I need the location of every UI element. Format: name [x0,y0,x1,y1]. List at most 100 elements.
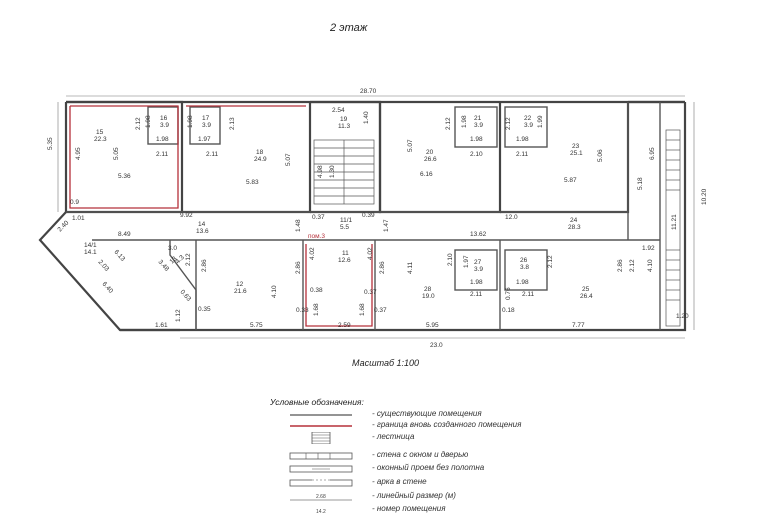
pom-label: пом.3 [308,233,325,240]
room-16-num: 16 [160,115,168,122]
dim-text: 2.12 [135,117,142,130]
room-12-num: 12 [236,281,244,288]
dim-text: 1.68 [359,303,366,316]
dim-text: 2.11 [522,291,535,298]
room-17-num: 17 [202,115,210,122]
dim-text: 4.11 [407,261,414,274]
dim-text: 2.86 [295,261,302,274]
dim-text: 0.33 [296,307,309,314]
room-24-area: 28.3 [568,224,581,231]
room-number-icon: 14.2 [316,509,326,515]
floor-title: 2 этаж [330,22,368,34]
legend-item-dimension: 2.68 - линейный размер (м) [286,491,546,503]
legend-item-stair: - лестница [286,432,546,444]
room-23-num: 23 [572,143,580,150]
dim-text: 2.12 [629,259,636,272]
legend-item-window-opening: - оконный проем без полотна [286,463,546,475]
dim-text: 4.10 [647,259,654,272]
dim-text: 1.40 [363,111,370,124]
room-26-num: 26 [520,257,528,264]
dim-text: 2.54 [332,107,345,114]
arch-in-wall-icon [289,479,353,487]
dim-text: 1.98 [516,279,529,286]
dim-text: 6.40 [101,281,115,295]
legend-item-existing: - существующие помещения [286,409,546,421]
dim-text: 5.83 [246,179,259,186]
dimension-lines [57,95,695,339]
dim-text: 5.07 [285,153,292,166]
room-22-area: 3.9 [524,122,533,129]
dim-text: 11.21 [671,214,678,230]
dim-text: 2.12 [547,255,554,268]
dim-text: 2.12 [505,117,512,130]
legend-item-new-border: - граница вновь созданного помещения [286,420,546,432]
room-18-area: 24.9 [254,156,267,163]
room-21-area: 3.9 [474,122,483,129]
dim-text: 0.9 [70,199,79,206]
dim-text: 2.11 [156,151,169,158]
dim-text: 2.12 [185,253,192,266]
dim-text: 5.05 [113,147,120,160]
dim-text: 1.48 [295,219,302,232]
dim-text: 1.98 [470,279,483,286]
room-26-area: 3.8 [520,264,529,271]
room-13-num: 13 [168,255,178,265]
window-opening-icon [289,465,353,473]
dim-text: 1.98 [187,115,194,128]
dim-text: 2.11 [206,151,219,158]
room-28-num: 28 [424,286,432,293]
room-17-area: 3.9 [202,122,211,129]
dim-text: 4.95 [75,147,82,160]
room-11-1-area: 5.5 [340,224,349,231]
dim-text: 2.12 [445,117,452,130]
dim-text: 1.98 [156,136,169,143]
dim-text: 2.13 [229,117,236,130]
room-22-num: 22 [524,115,532,122]
dim-text: 4.10 [271,285,278,298]
room-14-num: 14 [198,221,206,228]
dim-text: 1.99 [537,115,544,128]
dim-text: 0.35 [198,306,211,313]
dim-right-height: 10.20 [701,188,708,205]
dim-text: 1.92 [642,245,655,252]
room-21-num: 21 [474,115,482,122]
inner-walls [66,102,661,330]
dim-text: 7.77 [572,322,585,329]
room-19-area: 11.3 [338,123,351,130]
legend-item-arch: - арка в стене [286,477,546,489]
dim-text: 2.86 [201,259,208,272]
room-19-num: 19 [340,116,348,123]
dim-overall-bottom: 23.0 [430,342,443,349]
dim-text: 0.37 [312,214,325,221]
wall-window-door-icon [289,452,353,460]
linear-dimension-icon: 2.68 [290,494,352,501]
room-27-area: 3.9 [474,266,483,273]
new-room-border-icon [290,425,352,427]
dim-overall-top: 28.70 [360,88,377,95]
new-room-border [69,105,373,327]
room-28-area: 19.0 [422,293,435,300]
room-15-area: 22.3 [94,136,107,143]
dim-text: 2.59 [338,322,351,329]
legend-title: Условные обозначения: [270,397,364,407]
dim-text: 1.98 [145,115,152,128]
dim-text: 4.02 [309,247,316,260]
room-11-num: 11 [342,250,349,257]
dim-left-height: 5.35 [47,137,54,150]
room-11-1-num: 11/1 [340,217,353,224]
svg-text:14.2: 14.2 [316,509,326,515]
room-13-area: 4.3 [174,254,186,266]
legend-item-wall-window-door: - стена с окном и дверью [286,450,546,462]
room-15-num: 15 [96,129,104,136]
existing-room-line-icon [290,414,352,416]
dim-text: 0.76 [505,287,512,300]
dim-text: 1.01 [72,215,85,222]
dim-text: 2.10 [470,151,483,158]
dim-text: 2.03 [97,259,111,273]
dim-text: 1.98 [516,136,529,143]
dim-text: 1.97 [463,255,470,268]
room-20-area: 26.6 [424,156,437,163]
dim-text: 1.47 [383,219,390,232]
dim-text: 0.38 [310,287,323,294]
dim-text: 5.75 [250,322,263,329]
